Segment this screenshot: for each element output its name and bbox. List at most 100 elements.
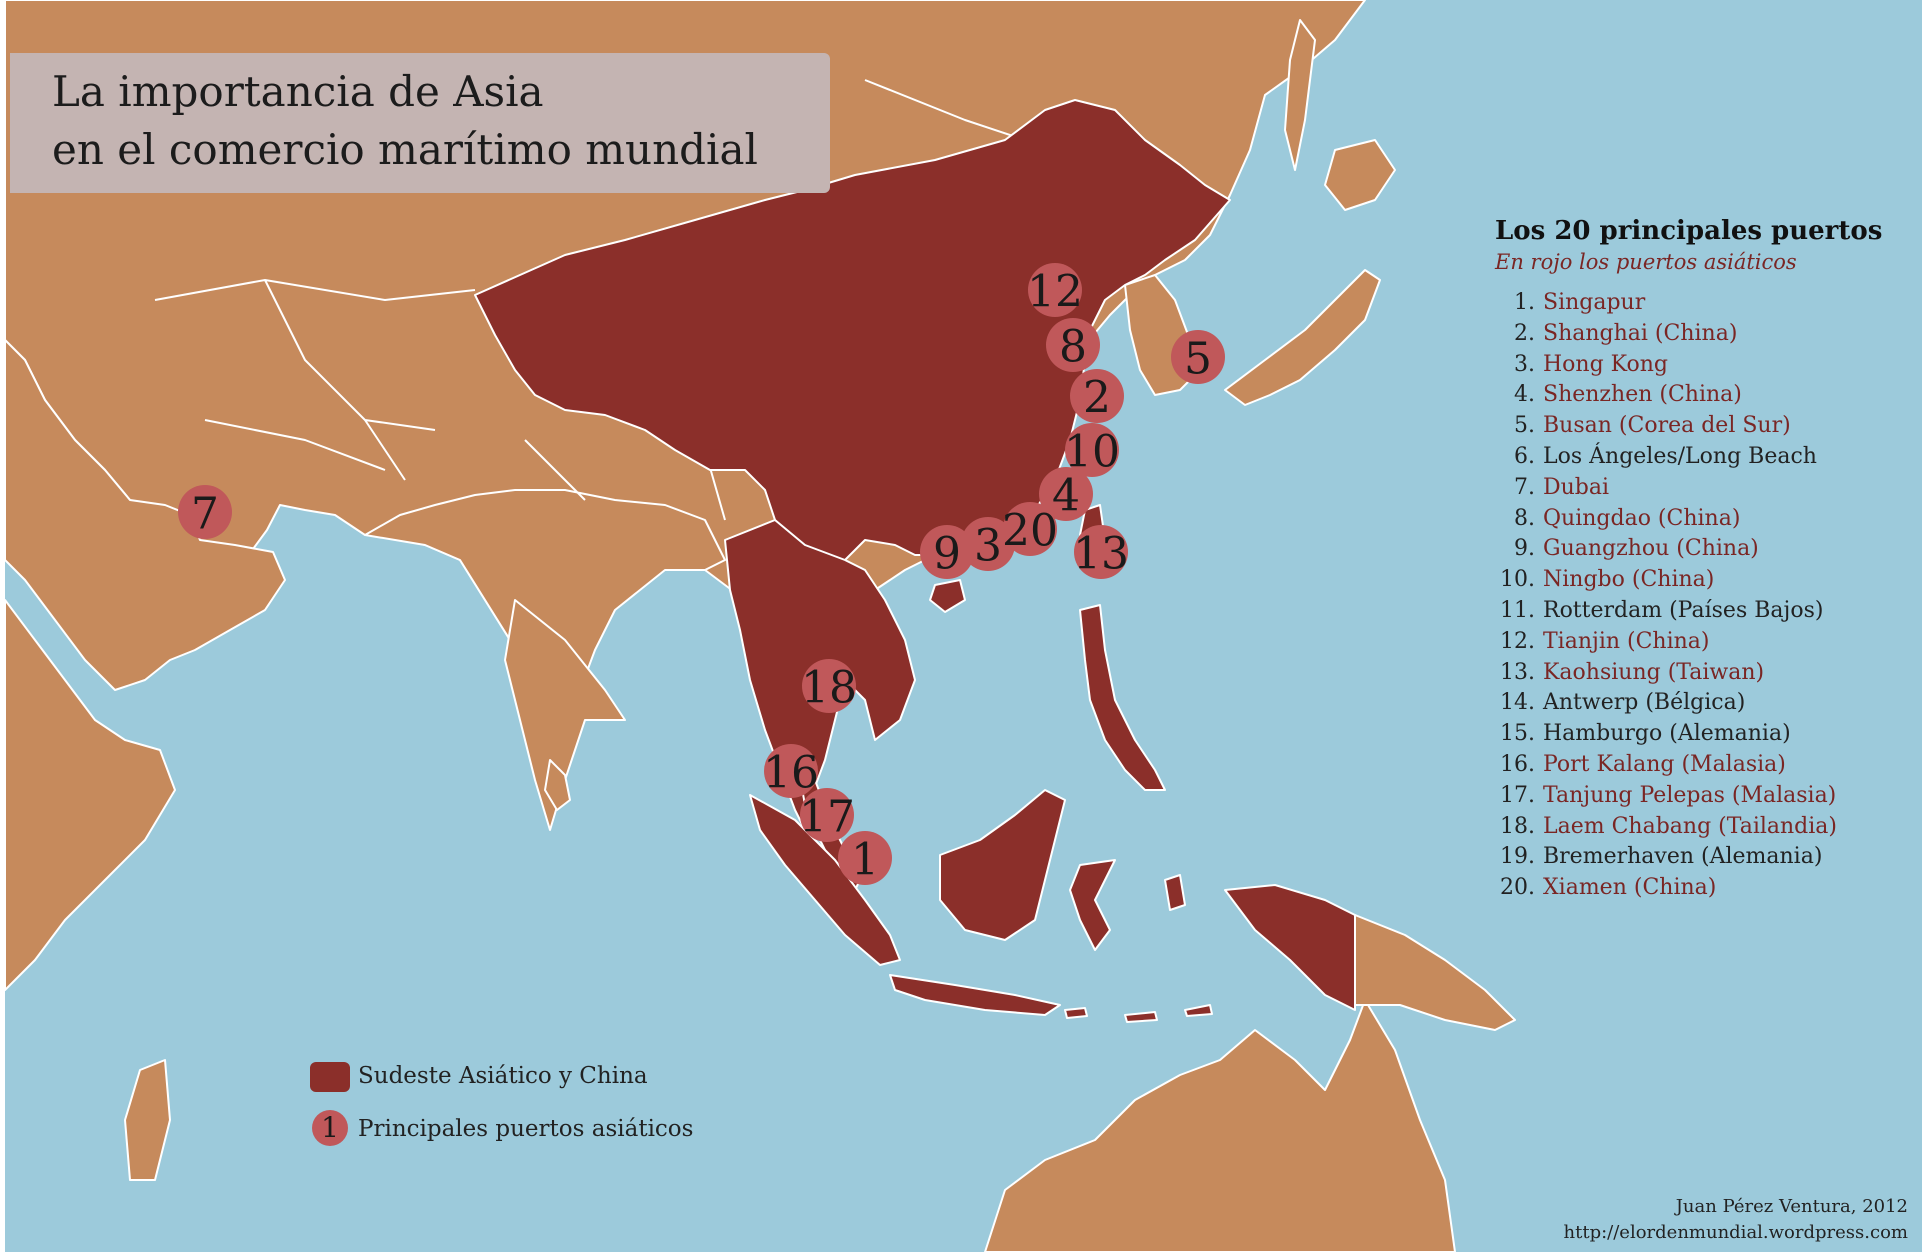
- port-name: Hong Kong: [1543, 351, 1669, 377]
- svg-text:1: 1: [851, 835, 879, 886]
- title-line-2: en el comercio marítimo mundial: [52, 125, 758, 174]
- port-marker-12: 12: [1027, 263, 1083, 318]
- port-list-item: 8. Quingdao (China): [1499, 504, 1915, 535]
- port-name: Quingdao (China): [1543, 505, 1741, 531]
- svg-text:9: 9: [933, 529, 961, 580]
- port-rank: 17.: [1500, 782, 1535, 808]
- port-list-item: 17. Tanjung Pelepas (Malasia): [1499, 781, 1915, 812]
- port-name: Tianjin (China): [1543, 628, 1710, 654]
- port-name: Tanjung Pelepas (Malasia): [1543, 782, 1837, 808]
- land-india: [364, 489, 726, 746]
- port-list-item: 14.Antwerp (Bélgica): [1499, 688, 1915, 719]
- port-rank: 18.: [1500, 813, 1535, 839]
- port-rank: 3.: [1514, 351, 1535, 377]
- port-list-item: 9. Guangzhou (China): [1499, 534, 1915, 565]
- port-list-item: 5. Busan (Corea del Sur): [1499, 411, 1915, 442]
- port-list-item: 15.Hamburgo (Alemania): [1499, 719, 1915, 750]
- port-rank: 10.: [1500, 567, 1535, 593]
- port-rank: 19.: [1500, 844, 1535, 870]
- port-rank: 12.: [1500, 628, 1535, 654]
- region-philippines: [1079, 604, 1166, 791]
- region-swatch: [310, 1062, 350, 1092]
- port-rank: 2.: [1514, 320, 1535, 346]
- map-canvas: 12 8 5 2 10 4 7 9 3 20 13 18 16 17 1: [5, 0, 1922, 1252]
- svg-text:3: 3: [974, 521, 1002, 572]
- region-hainan: [929, 579, 966, 613]
- land-sri-lanka: [544, 759, 571, 811]
- port-name: Guangzhou (China): [1543, 536, 1759, 562]
- port-name: Antwerp (Bélgica): [1543, 690, 1746, 716]
- map-title: La importancia de Asia en el comercio ma…: [10, 53, 830, 193]
- svg-text:12: 12: [1027, 267, 1083, 318]
- svg-text:7: 7: [191, 489, 219, 540]
- port-name: Los Ángeles/Long Beach: [1543, 443, 1817, 469]
- port-name: Dubai: [1543, 474, 1610, 500]
- region-small-islands: [1064, 874, 1213, 1023]
- region-west-papua: [1224, 884, 1356, 1011]
- region-china: [474, 99, 1231, 561]
- port-list-item: 13.Kaohsiung (Taiwan): [1499, 658, 1915, 689]
- port-marker-17: 17: [799, 788, 855, 843]
- land-arabia: [5, 339, 286, 691]
- port-marker-8: 8: [1046, 318, 1100, 373]
- legend-subtitle: En rojo los puertos asiáticos: [1495, 250, 1797, 274]
- port-rank: 16.: [1500, 751, 1535, 777]
- port-symbol: 1: [312, 1110, 348, 1146]
- port-list-item: 7.Dubai: [1499, 473, 1915, 504]
- port-name: Laem Chabang (Tailandia): [1543, 813, 1838, 839]
- legend-title: Los 20 principales puertos: [1495, 216, 1883, 246]
- land-australia: [984, 999, 1456, 1252]
- port-rank: 6.: [1514, 443, 1535, 469]
- port-marker-7: 7: [178, 485, 232, 540]
- svg-text:13: 13: [1073, 529, 1129, 580]
- port-list-item: 11. Rotterdam (Países Bajos): [1499, 596, 1915, 627]
- port-name: Ningbo (China): [1543, 567, 1715, 593]
- land-png-east: [1354, 914, 1516, 1031]
- key-port-label: Principales puertos asiáticos: [358, 1116, 694, 1142]
- land-madagascar: [124, 1059, 171, 1181]
- land-africa: [5, 599, 176, 991]
- port-list-item: 20. Xiamen (China): [1499, 873, 1915, 904]
- port-name: Kaohsiung (Taiwan): [1543, 659, 1765, 685]
- port-name: Xiamen (China): [1543, 875, 1717, 901]
- port-name: Bremerhaven (Alemania): [1543, 844, 1823, 870]
- port-list-item: 16. Port Kalang (Malasia): [1499, 750, 1915, 781]
- svg-text:20: 20: [1002, 506, 1058, 557]
- port-name: Rotterdam (Países Bajos): [1543, 597, 1824, 623]
- svg-text:16: 16: [763, 748, 819, 799]
- port-name: Shanghai (China): [1543, 320, 1738, 346]
- port-name: Port Kalang (Malasia): [1543, 751, 1786, 777]
- port-name: Shenzhen (China): [1543, 382, 1742, 408]
- credits: Juan Pérez Ventura, 2012 http://elordenm…: [1564, 1194, 1908, 1246]
- port-rank: 9.: [1514, 536, 1535, 562]
- port-list-item: 10. Ningbo (China): [1499, 565, 1915, 596]
- port-marker-18: 18: [801, 659, 857, 714]
- port-marker-5: 5: [1171, 330, 1225, 385]
- port-list-item: 19. Bremerhaven (Alemania): [1499, 842, 1915, 873]
- port-list-item: 3. Hong Kong: [1499, 350, 1915, 381]
- svg-text:17: 17: [799, 792, 855, 843]
- port-marker-10: 10: [1064, 423, 1120, 478]
- port-name: Busan (Corea del Sur): [1543, 413, 1791, 439]
- port-list-item: 4.Shenzhen (China): [1499, 380, 1915, 411]
- svg-text:2: 2: [1083, 373, 1111, 424]
- port-list-item: 18. Laem Chabang (Tailandia): [1499, 812, 1915, 843]
- region-java: [889, 974, 1061, 1016]
- key-region-label: Sudeste Asiático y China: [358, 1063, 648, 1089]
- port-marker-2: 2: [1070, 369, 1124, 424]
- port-rank: 11.: [1500, 597, 1535, 623]
- port-rank: 20.: [1500, 875, 1535, 901]
- port-list-item: 12. Tianjin (China): [1499, 627, 1915, 658]
- svg-text:8: 8: [1059, 322, 1087, 373]
- source-url: http://elordenmundial.wordpress.com: [1563, 1222, 1908, 1243]
- port-list-item: 1.Singapur: [1499, 288, 1915, 319]
- port-marker-9: 9: [920, 525, 974, 580]
- port-marker-4: 4: [1039, 467, 1093, 522]
- land-japan: [1224, 269, 1381, 406]
- port-rank: 8.: [1514, 505, 1535, 531]
- region-sumatra: [749, 794, 901, 966]
- port-rank: 5.: [1514, 413, 1535, 439]
- land-sakhalin: [1284, 19, 1316, 171]
- author-credit: Juan Pérez Ventura, 2012: [1675, 1196, 1908, 1217]
